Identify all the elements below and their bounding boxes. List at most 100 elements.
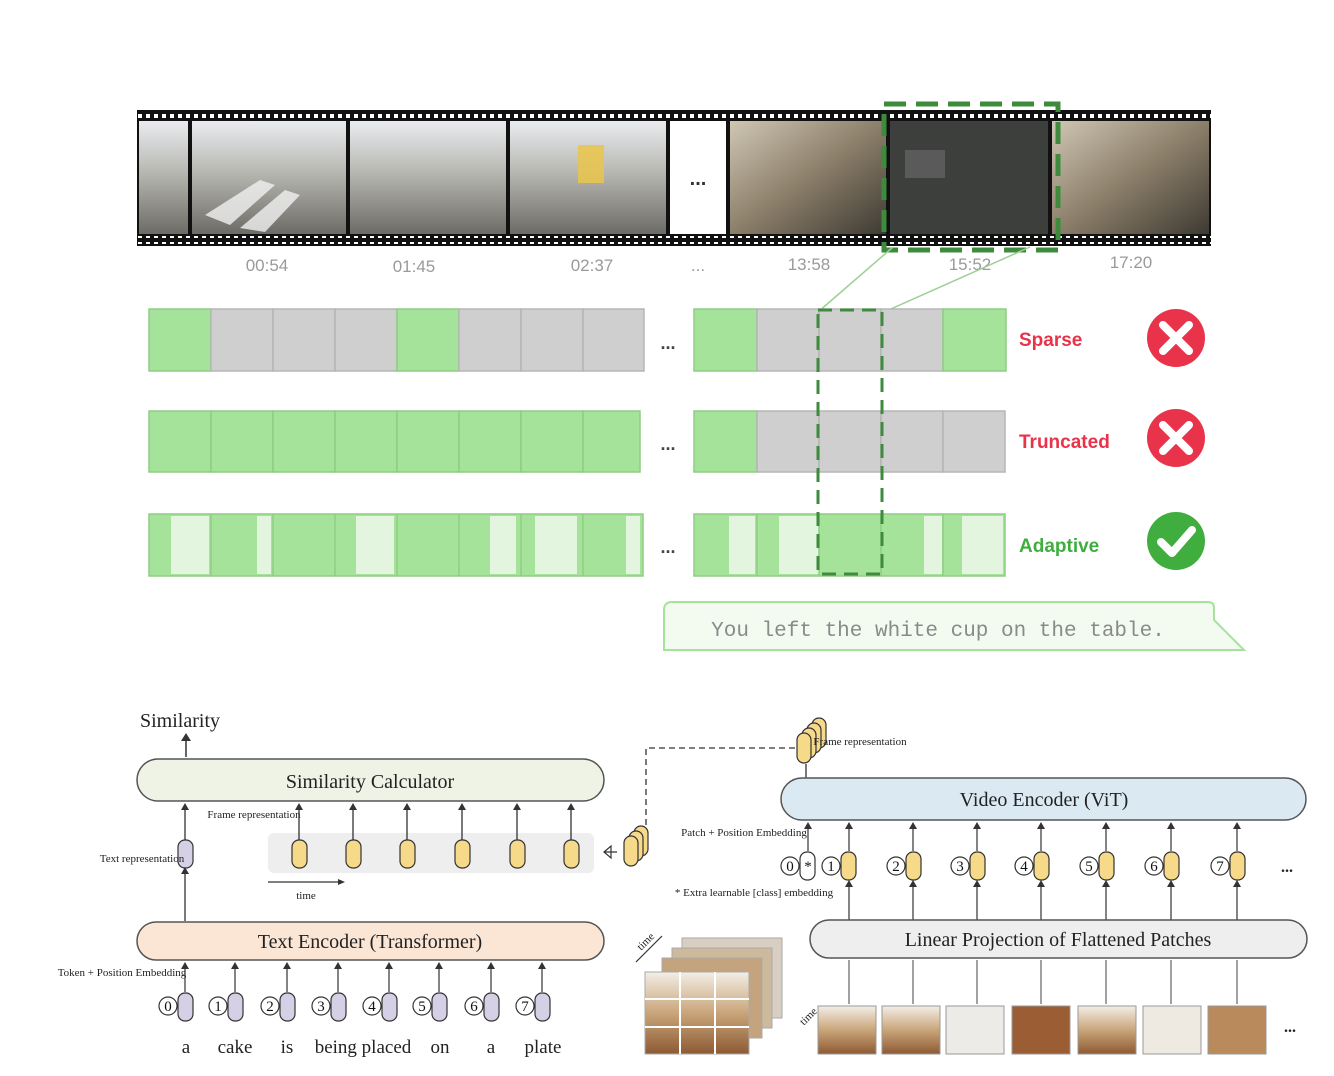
frame-cell-skipped xyxy=(334,308,398,372)
video-encoder-box xyxy=(780,777,1307,821)
linear-projection-box xyxy=(809,919,1308,959)
frame-cell-light xyxy=(535,516,577,574)
frame-cell-sampled xyxy=(148,308,212,372)
crosswalk-stripes xyxy=(205,180,300,232)
frame-token xyxy=(291,839,308,869)
stacked-frame-front xyxy=(644,971,750,1055)
frame-cell-sampled xyxy=(272,410,336,473)
frame-cell-skipped xyxy=(880,410,944,473)
position-index-label: 1 xyxy=(827,859,835,875)
position-index xyxy=(208,996,228,1016)
video-frame xyxy=(139,121,188,234)
frame-cell-sampled xyxy=(942,308,1007,372)
position-index-label: 3 xyxy=(956,859,964,875)
position-index xyxy=(515,996,535,1016)
frame-cell-skipped xyxy=(942,410,1006,473)
text-pipeline: Similarity Similarity Calculator Frame r… xyxy=(58,710,605,1058)
position-index xyxy=(821,856,841,876)
token-embedding xyxy=(534,992,551,1022)
video-pipeline: Frame representation Video Encoder (ViT)… xyxy=(635,717,1308,1055)
token-embedding xyxy=(483,992,500,1022)
time-label: time xyxy=(296,890,316,902)
video-ellipsis: ... xyxy=(1281,859,1293,876)
text-token: on xyxy=(431,1037,451,1058)
class-token xyxy=(799,851,816,881)
video-encoder-label: Video Encoder (ViT) xyxy=(960,789,1129,811)
frame-representation-label: Frame representation xyxy=(207,809,301,821)
frame-cell-light xyxy=(924,516,942,574)
frame-cell-skipped xyxy=(520,308,584,372)
caption-bubble: You left the white cup on the table. xyxy=(663,601,1247,651)
patch-time-axis-label: time xyxy=(798,1005,820,1027)
timestamp: 17:20 xyxy=(1110,253,1153,272)
text-token: a xyxy=(182,1037,191,1058)
token-embedding xyxy=(330,992,347,1022)
fail-x-icon xyxy=(1147,309,1205,367)
position-index xyxy=(886,856,906,876)
image-patch xyxy=(817,1005,877,1055)
position-index xyxy=(464,996,484,1016)
patch-embedding xyxy=(1163,851,1180,881)
row-label-adaptive: Adaptive xyxy=(1019,536,1099,557)
film-strip: ... xyxy=(137,101,1211,253)
similarity-calculator-label: Similarity Calculator xyxy=(286,771,455,793)
frame-cell-sampled xyxy=(693,410,758,473)
position-index xyxy=(158,996,178,1016)
text-encoder-box xyxy=(136,921,605,961)
position-index-label: 1 xyxy=(214,999,222,1015)
left-arrow xyxy=(603,844,617,860)
text-token: cake xyxy=(218,1037,253,1058)
image-patch xyxy=(1077,1005,1137,1055)
timestamp: 15:52 xyxy=(949,255,992,274)
frame-cell-skipped xyxy=(458,308,522,372)
timestamp: 00:54 xyxy=(246,256,289,275)
frame-cell-light xyxy=(257,516,271,574)
linear-projection-label: Linear Projection of Flattened Patches xyxy=(905,929,1212,951)
frame-cell-sampled xyxy=(334,410,398,473)
frame-stack-icon xyxy=(796,717,827,764)
timestamp: 02:37 xyxy=(571,256,614,275)
frame-cell-sampled xyxy=(210,410,274,473)
frame-cell-skipped xyxy=(756,410,820,473)
frame-cell-skipped xyxy=(582,308,645,372)
row-ellipsis: ... xyxy=(660,434,675,454)
position-index xyxy=(1144,856,1164,876)
image-patch xyxy=(1142,1005,1202,1055)
frame-cell-sampled xyxy=(148,410,212,473)
frame-arrows xyxy=(298,806,572,840)
position-index-label: 4 xyxy=(368,999,376,1015)
video-token-embeddings: 0 * 1 2 3 4 5 6 7 ... xyxy=(780,822,1293,881)
projection-arrows xyxy=(848,884,1238,920)
strip-ellipsis: ... xyxy=(690,168,707,190)
cell-dividers xyxy=(210,514,584,576)
position-index-label: 2 xyxy=(266,999,274,1015)
text-token: a xyxy=(487,1037,496,1058)
similarity-calculator-box xyxy=(136,758,605,802)
position-index xyxy=(950,856,970,876)
position-index-label: 5 xyxy=(418,999,426,1015)
image-patch xyxy=(1207,1005,1267,1055)
frame-cell-sampled xyxy=(396,308,460,372)
pass-check-icon xyxy=(1147,512,1205,570)
caption-text: You left the white cup on the table. xyxy=(711,620,1165,643)
text-token: being placed xyxy=(315,1037,412,1058)
row-label-sparse: Sparse xyxy=(1019,330,1082,351)
frame-cell-sampled xyxy=(396,410,460,473)
video-frame xyxy=(730,121,886,234)
token-embedding xyxy=(279,992,296,1022)
frame-stack-icon xyxy=(623,825,649,867)
projection-arrow-heads xyxy=(845,880,1241,887)
video-frame xyxy=(1052,121,1209,234)
text-token: is xyxy=(281,1037,294,1058)
time-arrow-head xyxy=(338,879,345,885)
position-index-label: 6 xyxy=(1150,859,1158,875)
video-token-arrow-heads xyxy=(804,822,1241,829)
video-frame xyxy=(350,121,506,234)
frame-cell-light xyxy=(356,516,394,574)
position-index xyxy=(362,996,382,1016)
class-token-label: * xyxy=(804,859,812,875)
token-embedding xyxy=(431,992,448,1022)
row-ellipsis: ... xyxy=(660,537,675,557)
monitor-shape xyxy=(905,150,945,178)
position-index-label: 7 xyxy=(1216,859,1224,875)
